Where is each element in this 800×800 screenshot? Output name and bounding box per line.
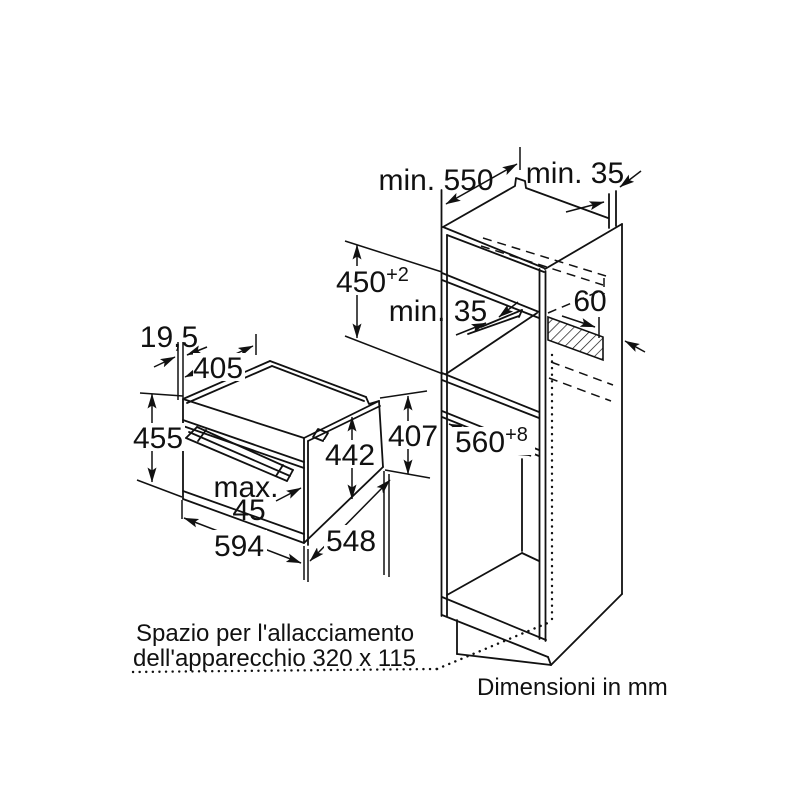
vent-hatch-area xyxy=(547,315,604,362)
annotations: Spazio per l'allacciamento dell'apparecc… xyxy=(133,620,668,701)
dim-label-vent-depth: 60 xyxy=(573,285,606,318)
dim-label-rear-height: 407 xyxy=(388,420,438,453)
dim-label-front-height: 455 xyxy=(133,422,183,455)
door-handle xyxy=(185,426,294,482)
cabinet-floor xyxy=(446,552,523,596)
units-note: Dimensioni in mm xyxy=(477,674,668,701)
dim-label-depth: 548 xyxy=(326,525,376,558)
hidden-edges xyxy=(480,237,614,402)
dim-label-shelf-gap: min. 35 xyxy=(389,295,487,328)
dim-label-handle-max-value: 45 xyxy=(232,494,265,527)
dim-label-wall-gap-top: min. 35 xyxy=(526,157,624,190)
label-backers xyxy=(133,266,535,558)
dimension-labels: min. 550 min. 35 450+2 min. 35 60 560+8 … xyxy=(133,157,624,563)
connection-note-line1: Spazio per l'allacciamento xyxy=(136,620,414,647)
connection-space-leader xyxy=(131,350,554,674)
dim-label-cabinet-depth: min. 550 xyxy=(378,164,493,197)
dim-label-handle-max: max. xyxy=(213,471,278,504)
upper-niche-ceiling xyxy=(441,272,540,313)
cabinet-right-top-edge xyxy=(544,223,623,270)
dim-label-niche-height: 450+2 xyxy=(336,264,409,299)
cabinet-outline xyxy=(440,177,623,666)
dim-label-body-height: 442 xyxy=(325,439,375,472)
oven-outline xyxy=(182,360,384,546)
side-grip-slot xyxy=(312,428,329,442)
dim-label-frame-offset: 19,5 xyxy=(140,321,198,354)
connection-note-line2: dell'apparecchio 320 x 115 xyxy=(133,645,416,672)
dim-label-top-depth: 405 xyxy=(193,352,243,385)
middle-shelf xyxy=(441,372,540,413)
oven-back-edge xyxy=(378,400,384,468)
control-panel xyxy=(182,419,305,463)
dim-label-width: 594 xyxy=(214,530,264,563)
dim-label-niche-width: 560+8 xyxy=(455,424,528,459)
